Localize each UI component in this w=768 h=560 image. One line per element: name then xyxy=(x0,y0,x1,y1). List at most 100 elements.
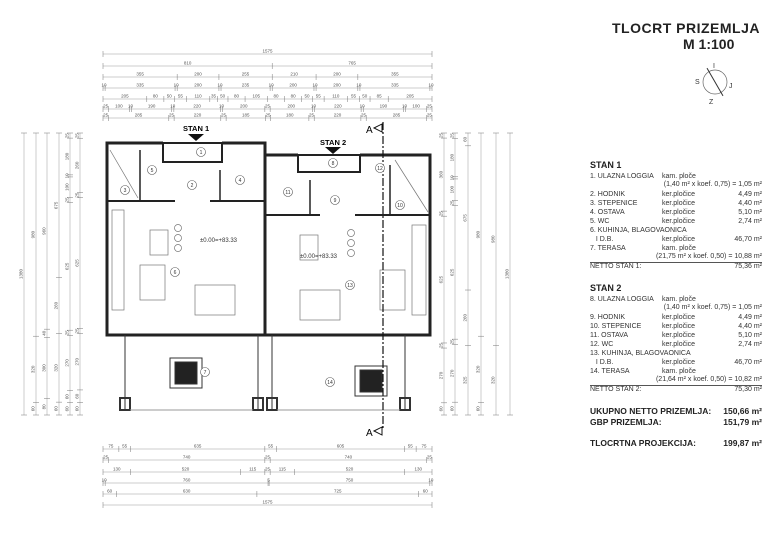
legend-material: ker.pločice xyxy=(662,218,696,225)
legend-material: kam. ploče xyxy=(662,173,696,180)
dimension-label: 25 xyxy=(427,113,433,118)
floor-projection: TLOCRTNA PROJEKCIJA:199,87 m² xyxy=(590,438,762,449)
net-value: 75,30 m² xyxy=(734,386,762,393)
room-marker-circle xyxy=(328,158,338,168)
unit-labels: STAN 1 STAN 2 xyxy=(183,124,346,154)
dimension-label: 675 xyxy=(463,214,468,222)
dimension-label: 25 xyxy=(265,467,271,472)
dimension-label: 635 xyxy=(194,444,202,449)
dimension-label: 1380 xyxy=(505,268,510,279)
section-line-a: A A xyxy=(366,122,384,439)
room-marker-circle xyxy=(200,367,210,377)
dimension-label: 80 xyxy=(274,94,280,99)
dimension-label: 960 xyxy=(42,227,47,235)
legend-name: 9. HODNIK xyxy=(590,314,626,321)
legend-net: NETTO STAN 1:75,36 m² xyxy=(590,263,762,273)
dimension-label: 25 xyxy=(265,455,271,460)
legend-area: 2,74 m² xyxy=(738,218,762,225)
dimension-label: 60 xyxy=(450,406,455,412)
dimension-label: 40 xyxy=(42,330,47,336)
dimension-label: 60 xyxy=(476,406,481,412)
dimension-label: 55 xyxy=(351,94,357,99)
dimension-label: 520 xyxy=(346,467,354,472)
dimension-label: 115 xyxy=(279,467,287,472)
dimension-label: 25 xyxy=(450,133,455,139)
total-net: UKUPNO NETTO PRIZEMLJA:150,66 m² xyxy=(590,406,762,417)
terraces xyxy=(119,335,411,411)
legend-name: 14. TERASA xyxy=(590,368,630,375)
dimension-label: 10 xyxy=(402,104,408,109)
legend-name: 2. HODNIK xyxy=(590,191,626,198)
dimension-label: 10 xyxy=(428,83,434,88)
dimension-label: 355 xyxy=(391,72,399,77)
dimension-label: 725 xyxy=(334,489,342,494)
dimension-label: 115 xyxy=(249,467,257,472)
legend-area: 4,49 m² xyxy=(738,191,762,198)
dimension-label: 25 xyxy=(439,211,444,217)
dimension-label: 185 xyxy=(242,113,250,118)
legend-name: 7. TERASA xyxy=(590,245,626,252)
dimension-label: 270 xyxy=(439,371,444,379)
legend-calc: (1,40 m² x koef. 0,75) = 1,05 m² xyxy=(663,304,762,311)
elevation-stan-1: ±0.00=+83.33 xyxy=(200,238,238,244)
dimension-label: 630 xyxy=(183,489,191,494)
dimension-label: 100 xyxy=(115,104,123,109)
room-marker-circle xyxy=(147,165,157,175)
dimension-label: 220 xyxy=(193,104,201,109)
dimension-label: 625 xyxy=(439,275,444,283)
legend-name: I D.B. xyxy=(590,359,614,366)
room-marker-circle xyxy=(283,187,293,197)
room-marker-circle xyxy=(120,185,130,195)
legend-material: kam. ploče xyxy=(662,245,696,252)
dimension-label: 50 xyxy=(305,94,311,99)
dimension-label: 10 xyxy=(428,478,434,483)
room-number: 2 xyxy=(191,183,194,189)
dimension-label: 25 xyxy=(439,133,444,139)
dimension-label: 25 xyxy=(266,113,272,118)
dimension-label: 325 xyxy=(463,376,468,384)
dimension-label: 980 xyxy=(31,230,36,238)
dimension-label: 200 xyxy=(289,83,297,88)
dimension-label: 60 xyxy=(463,136,468,142)
legend-area: 5,10 m² xyxy=(738,332,762,339)
dimension-label: 50 xyxy=(362,94,368,99)
dimension-label: 270 xyxy=(65,359,70,367)
unit-label-stan-2: STAN 2 xyxy=(320,138,346,147)
dimension-label: 980 xyxy=(476,230,481,238)
dimension-label: 205 xyxy=(406,94,414,99)
dimension-label: 25 xyxy=(439,343,444,349)
dimension-label: 25 xyxy=(450,339,455,345)
net-label: NETTO STAN 2: xyxy=(590,386,642,393)
dimension-label: 205 xyxy=(121,94,129,99)
legend-row: 13. KUHINJA, BLAGOVAONICA xyxy=(590,349,762,358)
dimension-label: 100 xyxy=(412,104,420,109)
dimension-label: 740 xyxy=(183,455,191,460)
dimension-label: 110 xyxy=(332,94,340,99)
legend-name: 12. WC xyxy=(590,341,614,348)
room-number: 7 xyxy=(204,370,207,376)
compass-west: Z xyxy=(709,99,714,106)
legend-material: ker.pločice xyxy=(662,209,696,216)
total-gbp-label: GBP PRIZEMLJA: xyxy=(590,417,662,427)
dimension-label: 60 xyxy=(75,393,80,399)
legend-name: 3. STEPENICE xyxy=(590,200,638,207)
legend-area: 2,74 m² xyxy=(738,341,762,348)
dimension-label: 25 xyxy=(265,104,271,109)
room-marker-circle xyxy=(325,377,335,387)
dimension-label: 10 xyxy=(102,478,108,483)
elevation-stan-2: ±0.00=+83.33 xyxy=(300,254,338,260)
dimension-label: 60 xyxy=(107,489,113,494)
dimension-label: 100 xyxy=(450,185,455,193)
room-marker-circle xyxy=(395,200,405,210)
dimension-label: 10 xyxy=(174,83,180,88)
dimension-label: 25 xyxy=(75,328,80,334)
projection-label: TLOCRTNA PROJEKCIJA: xyxy=(590,438,696,448)
legend-name: 10. STEPENICE xyxy=(590,323,642,330)
drawing-scale: M 1:100 xyxy=(683,36,735,52)
